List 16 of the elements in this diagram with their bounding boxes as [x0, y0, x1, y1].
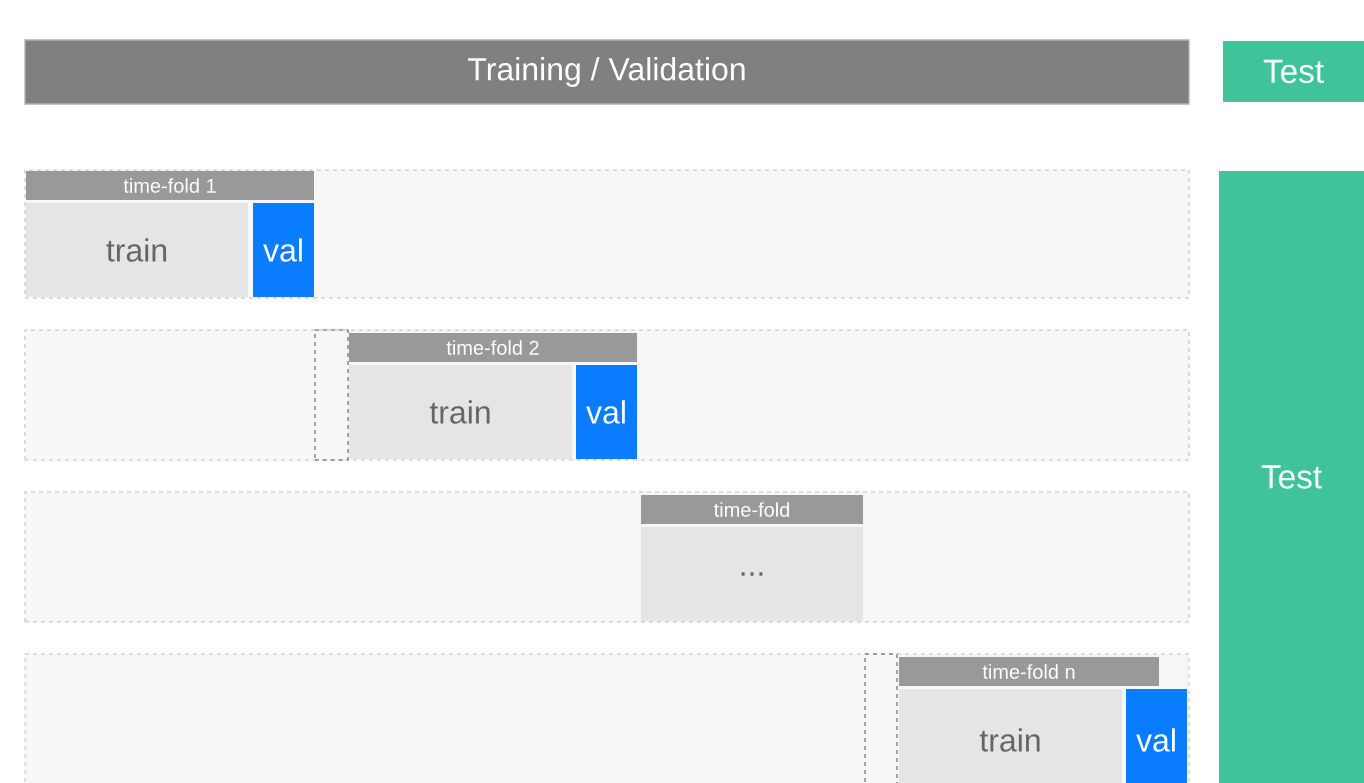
time-fold-header: time-fold n: [899, 657, 1159, 686]
train-block: train: [26, 203, 248, 297]
val-block: val: [1126, 689, 1187, 783]
val-block: val: [576, 365, 637, 459]
time-fold-header: time-fold 2: [349, 333, 637, 362]
train-block: train: [349, 365, 572, 459]
dataset-bar: Training / Validation: [24, 39, 1190, 105]
test-block: Test: [1223, 41, 1364, 102]
gap-box: [864, 653, 898, 783]
time-fold-header: time-fold: [641, 495, 863, 524]
ellipsis-block: ...: [641, 527, 863, 621]
train-block: train: [899, 689, 1122, 783]
test-block: Test: [1219, 171, 1364, 783]
time-fold-header: time-fold 1: [26, 171, 314, 200]
gap-box: [314, 329, 349, 461]
val-block: val: [253, 203, 314, 297]
